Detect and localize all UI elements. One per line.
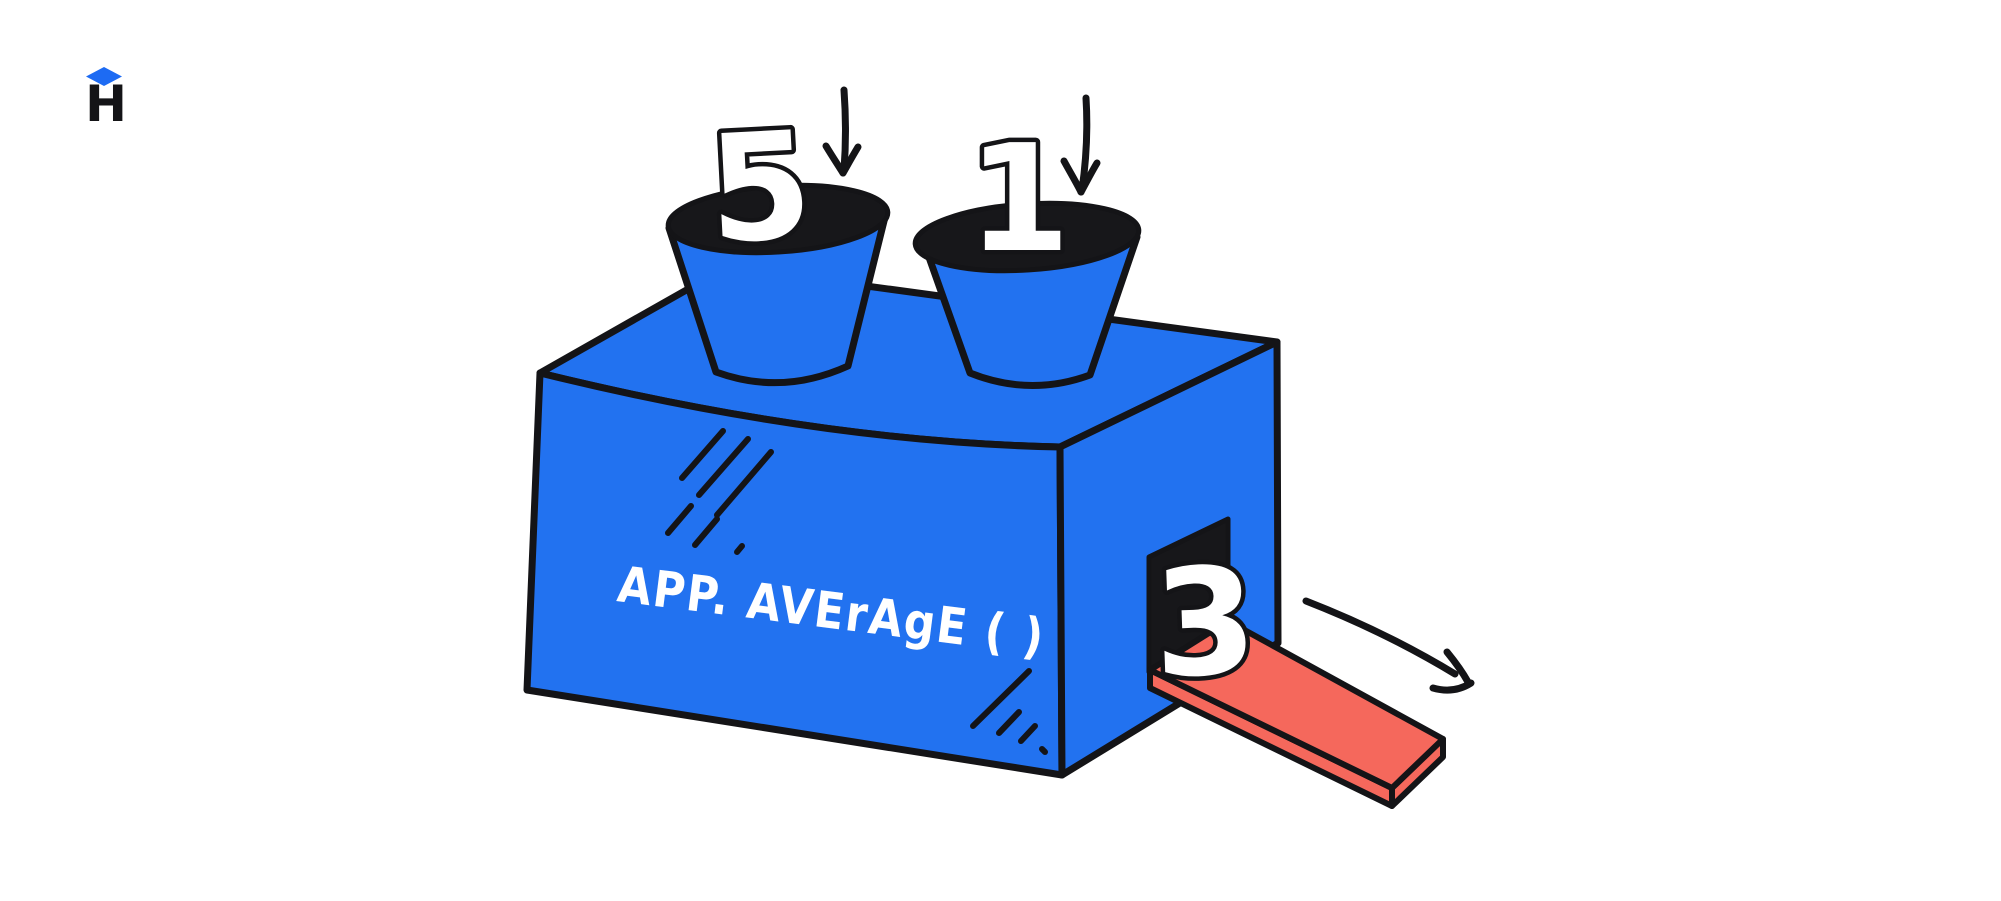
output-value: 3 — [1151, 535, 1260, 710]
funnel-right-opening-icon — [912, 200, 1142, 274]
hatch-marks-upper — [665, 428, 774, 555]
input-funnel-right — [912, 200, 1142, 389]
tray-top-face — [1147, 618, 1446, 791]
input-arrow-left-icon — [822, 86, 862, 177]
brand-logo: H — [85, 67, 127, 133]
input-value-right: 1 — [968, 113, 1071, 285]
machine-front-face — [523, 369, 1066, 779]
input-value-left: 5 — [704, 99, 816, 276]
funnel-left-opening-icon — [665, 182, 891, 256]
hatch-marks-lower — [970, 668, 1048, 755]
input-arrow-right-icon — [1060, 94, 1101, 196]
output-tray — [1147, 618, 1446, 809]
output-arrow-icon — [1302, 597, 1475, 694]
logo-cap-icon — [86, 67, 122, 86]
logo-letter: H — [85, 75, 127, 133]
input-funnel-left — [665, 182, 891, 387]
